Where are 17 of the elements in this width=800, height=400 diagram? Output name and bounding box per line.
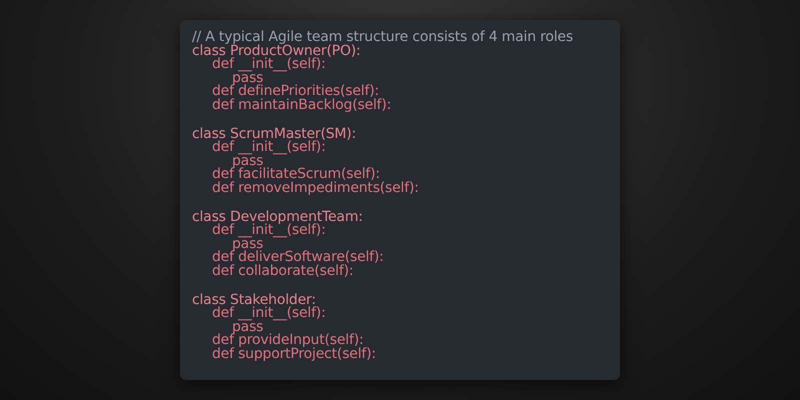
- code-line: def __init__(self):: [212, 223, 326, 238]
- code-line: pass: [232, 70, 264, 86]
- code-line: def provideInput(self):: [212, 333, 364, 348]
- code-line: pass: [232, 154, 264, 169]
- code-line: def maintainBacklog(self):: [212, 98, 392, 113]
- code-line: def facilitateScrum(self):: [212, 167, 380, 182]
- code-line: def removeImpediments(self):: [212, 181, 419, 196]
- code-line: pass: [232, 236, 264, 252]
- code-line: def deliverSoftware(self):: [212, 250, 384, 266]
- code-line: def __init__(self):: [212, 57, 326, 72]
- code-comment: // A typical Agile team structure consists of 4 main roles: [192, 30, 573, 45]
- code-line: def collaborate(self):: [212, 264, 354, 279]
- code-line: def definePriorities(self):: [212, 84, 379, 100]
- code-line: pass: [232, 320, 264, 335]
- code-line: def supportProject(self):: [212, 347, 376, 362]
- code-line: def __init__(self):: [212, 140, 326, 156]
- code-line: def __init__(self):: [212, 306, 326, 322]
